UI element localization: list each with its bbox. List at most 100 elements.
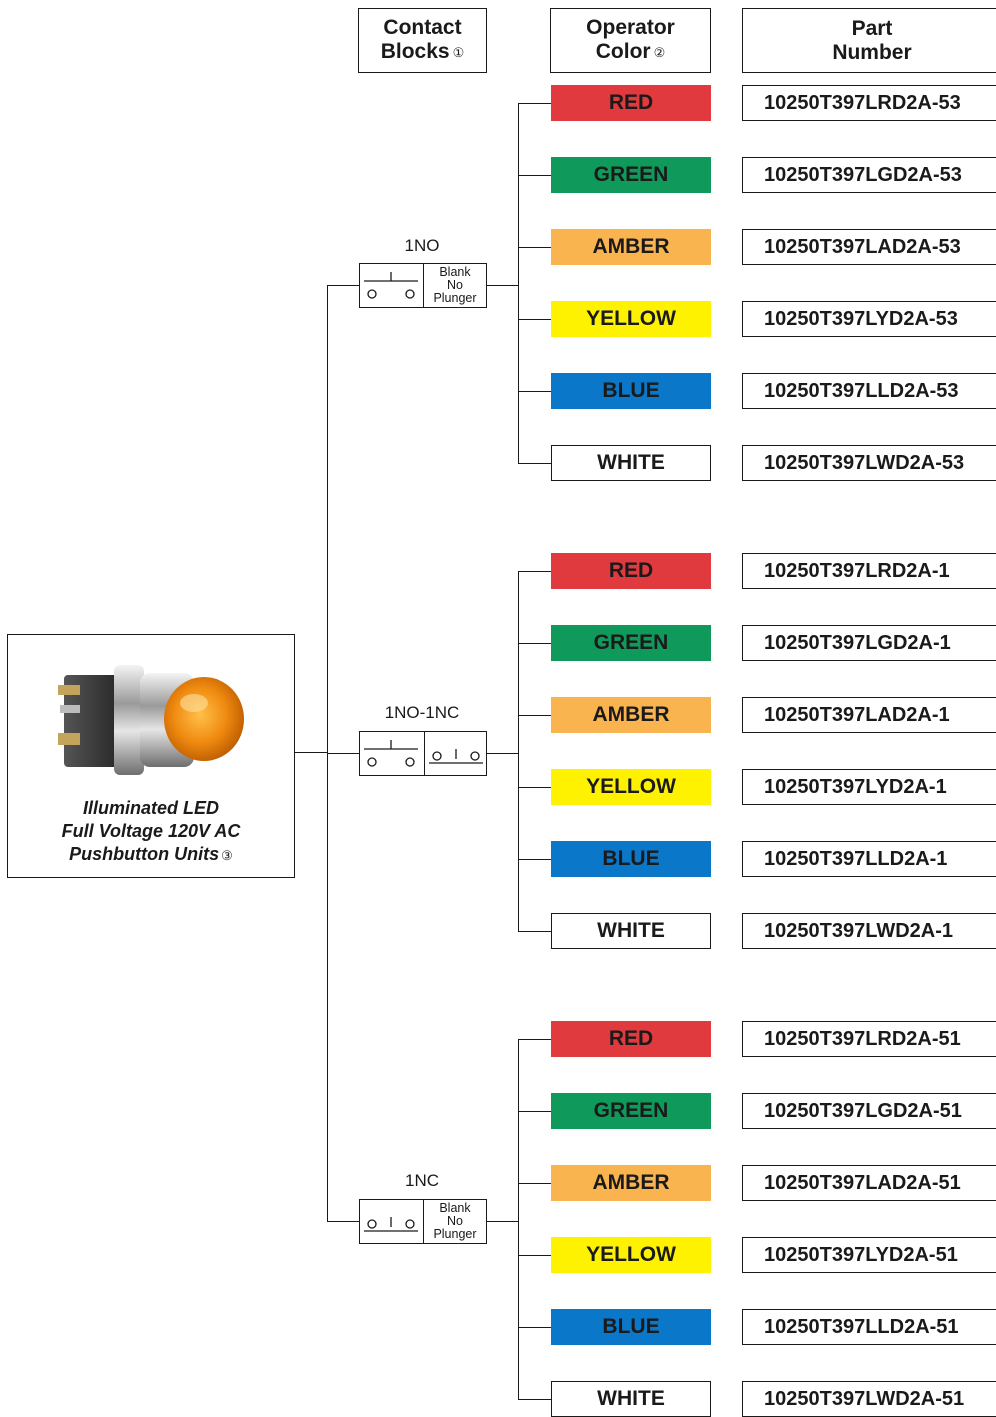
part-number: 10250T397LLD2A-53 bbox=[742, 373, 996, 409]
part-number: 10250T397LRD2A-1 bbox=[742, 553, 996, 589]
operator-color-yellow: YELLOW bbox=[551, 769, 711, 805]
part-number: 10250T397LWD2A-53 bbox=[742, 445, 996, 481]
connector-bus-to-color bbox=[518, 715, 551, 716]
connector-block-to-bus bbox=[487, 1221, 519, 1222]
nc-contact-symbol bbox=[360, 1200, 422, 1242]
connector-bus-to-color bbox=[518, 787, 551, 788]
no-contact-symbol bbox=[360, 264, 422, 306]
connector-bus-to-color bbox=[518, 391, 551, 392]
blank-text-line: Plunger bbox=[433, 292, 476, 305]
connector-bus bbox=[518, 571, 519, 932]
part-number: 10250T397LAD2A-1 bbox=[742, 697, 996, 733]
connector-bus-to-color bbox=[518, 1255, 551, 1256]
nc-contact-symbol bbox=[425, 732, 487, 774]
footnote-3: ③ bbox=[221, 848, 233, 863]
header-operator-color-line2: Color bbox=[596, 40, 651, 63]
contact-symbol-cell bbox=[360, 264, 423, 307]
operator-color-white: WHITE bbox=[551, 1381, 711, 1417]
connector-trunk-to-block bbox=[327, 285, 360, 286]
header-part-number-line2: Number bbox=[832, 41, 911, 65]
operator-color-green: GREEN bbox=[551, 1093, 711, 1129]
operator-color-red: RED bbox=[551, 1021, 711, 1057]
connector-bus-to-color bbox=[518, 175, 551, 176]
header-part-number: Part Number bbox=[742, 8, 996, 73]
connector-bus-to-color bbox=[518, 643, 551, 644]
header-part-number-line1: Part bbox=[852, 17, 893, 41]
operator-color-white: WHITE bbox=[551, 445, 711, 481]
connector-product-to-trunk bbox=[295, 752, 328, 753]
contact-block-label: 1NC bbox=[358, 1171, 486, 1191]
connector-bus-to-color bbox=[518, 103, 551, 104]
connector-bus-to-color bbox=[518, 463, 551, 464]
operator-color-yellow: YELLOW bbox=[551, 301, 711, 337]
part-number: 10250T397LAD2A-51 bbox=[742, 1165, 996, 1201]
part-number: 10250T397LYD2A-51 bbox=[742, 1237, 996, 1273]
connector-bus-to-color bbox=[518, 859, 551, 860]
connector-bus bbox=[518, 1039, 519, 1400]
pushbutton-image bbox=[54, 647, 254, 787]
contact-block-label: 1NO bbox=[358, 236, 486, 256]
operator-color-red: RED bbox=[551, 85, 711, 121]
part-number: 10250T397LYD2A-1 bbox=[742, 769, 996, 805]
part-number: 10250T397LWD2A-51 bbox=[742, 1381, 996, 1417]
contact-block-label: 1NO-1NC bbox=[358, 703, 486, 723]
part-number: 10250T397LLD2A-51 bbox=[742, 1309, 996, 1345]
header-operator-color-line1: Operator bbox=[586, 16, 675, 40]
contact-symbol-cell bbox=[360, 1200, 423, 1243]
operator-color-amber: AMBER bbox=[551, 229, 711, 265]
product-caption-line1: Illuminated LED bbox=[8, 797, 294, 820]
operator-color-yellow: YELLOW bbox=[551, 1237, 711, 1273]
part-number: 10250T397LRD2A-53 bbox=[742, 85, 996, 121]
connector-bus-to-color bbox=[518, 247, 551, 248]
operator-color-red: RED bbox=[551, 553, 711, 589]
product-caption-line3: Pushbutton Units bbox=[69, 844, 219, 864]
part-number: 10250T397LGD2A-51 bbox=[742, 1093, 996, 1129]
connector-bus-to-color bbox=[518, 319, 551, 320]
product-caption: Illuminated LED Full Voltage 120V AC Pus… bbox=[8, 797, 294, 867]
part-number: 10250T397LWD2A-1 bbox=[742, 913, 996, 949]
blank-text-line: Plunger bbox=[433, 1228, 476, 1241]
operator-color-blue: BLUE bbox=[551, 841, 711, 877]
operator-color-blue: BLUE bbox=[551, 1309, 711, 1345]
contact-symbol-cell bbox=[360, 732, 424, 775]
operator-color-white: WHITE bbox=[551, 913, 711, 949]
part-number: 10250T397LYD2A-53 bbox=[742, 301, 996, 337]
product-box: Illuminated LED Full Voltage 120V AC Pus… bbox=[7, 634, 295, 878]
connector-bus-to-color bbox=[518, 1399, 551, 1400]
connector-trunk-to-block bbox=[327, 1221, 360, 1222]
footnote-1: ① bbox=[453, 45, 465, 60]
connector-bus-to-color bbox=[518, 1183, 551, 1184]
header-contact-blocks-line1: Contact bbox=[383, 16, 461, 40]
connector-bus-to-color bbox=[518, 1327, 551, 1328]
connector-bus-to-color bbox=[518, 1039, 551, 1040]
part-number: 10250T397LGD2A-53 bbox=[742, 157, 996, 193]
operator-color-amber: AMBER bbox=[551, 697, 711, 733]
operator-color-amber: AMBER bbox=[551, 1165, 711, 1201]
footnote-2: ② bbox=[654, 45, 666, 60]
part-number: 10250T397LAD2A-53 bbox=[742, 229, 996, 265]
no-contact-symbol bbox=[360, 732, 422, 774]
contact-symbol-cell bbox=[424, 732, 486, 775]
connector-bus-to-color bbox=[518, 571, 551, 572]
part-number: 10250T397LGD2A-1 bbox=[742, 625, 996, 661]
connector-trunk-to-block bbox=[327, 753, 360, 754]
header-contact-blocks-line2: Blocks bbox=[381, 40, 450, 63]
connector-bus-to-color bbox=[518, 931, 551, 932]
connector-block-to-bus bbox=[487, 285, 519, 286]
operator-color-blue: BLUE bbox=[551, 373, 711, 409]
product-caption-line2: Full Voltage 120V AC bbox=[8, 820, 294, 843]
connector-bus bbox=[518, 103, 519, 464]
part-number: 10250T397LRD2A-51 bbox=[742, 1021, 996, 1057]
part-number: 10250T397LLD2A-1 bbox=[742, 841, 996, 877]
operator-color-green: GREEN bbox=[551, 625, 711, 661]
contact-block-nonc bbox=[359, 731, 487, 776]
operator-color-green: GREEN bbox=[551, 157, 711, 193]
connector-block-to-bus bbox=[487, 753, 519, 754]
connector-bus-to-color bbox=[518, 1111, 551, 1112]
